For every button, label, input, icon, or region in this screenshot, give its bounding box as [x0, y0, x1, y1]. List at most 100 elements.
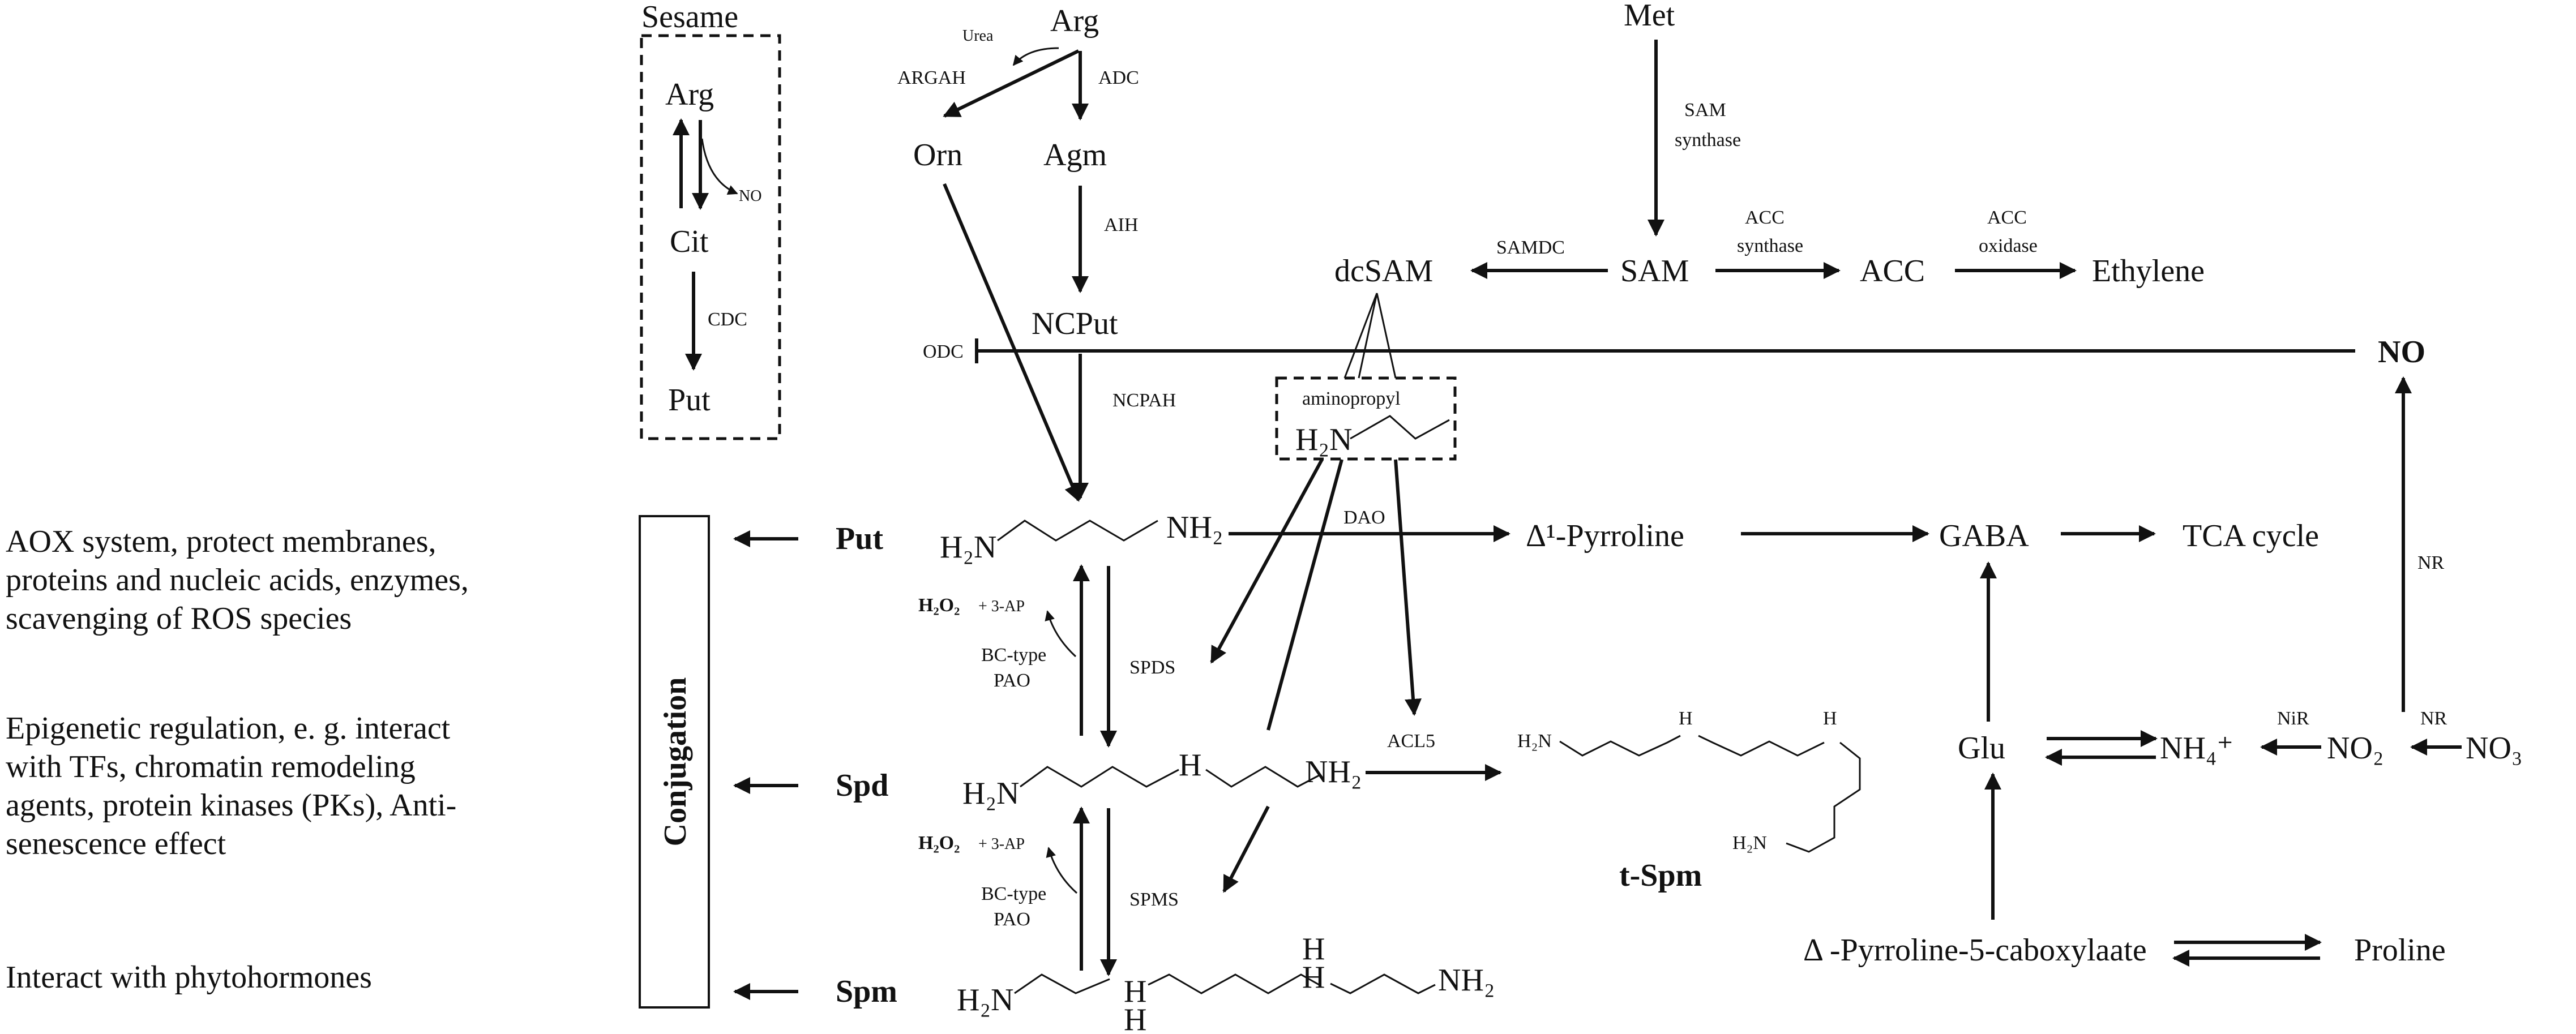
node-ncput: NCPut: [1032, 306, 1118, 341]
enzyme-spds: SPDS: [1129, 657, 1175, 678]
ap-2: + 3-AP: [978, 835, 1025, 853]
put-nh2: NH₂: [1166, 510, 1223, 545]
enzyme-nr-1: NR: [2420, 708, 2447, 729]
tspm-h2n-1: H₂N: [1517, 731, 1552, 752]
spd-chain-2: [1205, 766, 1320, 788]
spm-h1: H: [1124, 1002, 1146, 1034]
conjugation-box: [639, 515, 710, 1009]
arrow-aminopropyl-to-acl5: [1394, 459, 1422, 716]
spd-chain-1: [1020, 766, 1179, 788]
node-no: NO: [2378, 334, 2425, 370]
function-text-put: AOX system, protect membranes, proteins …: [6, 524, 469, 636]
sesame-cdc: CDC: [708, 309, 747, 330]
sesame-arg: Arg: [665, 77, 714, 112]
node-gaba: GABA: [1939, 518, 2029, 554]
link-dcsam-aminopropyl-3: [1376, 293, 1397, 379]
enzyme-acc-synthase-2: synthase: [1737, 235, 1803, 256]
arrow-aminopropyl-to-spds: [1210, 458, 1324, 664]
function-put-line-3: scavenging of ROS species: [6, 601, 352, 636]
spm-n1: H: [1124, 974, 1146, 1009]
function-spm-line-1: Interact with phytohormones: [6, 960, 372, 995]
tspm-chain-3: [1786, 741, 1861, 853]
tspm-h2: H: [1823, 708, 1837, 729]
enzyme-dao: DAO: [1343, 507, 1385, 528]
enzyme-nir: NiR: [2277, 708, 2309, 729]
sesame-cit: Cit: [670, 224, 709, 259]
aminopropyl-box: [1275, 376, 1457, 461]
pao-2: PAO: [994, 909, 1030, 930]
enzyme-spms: SPMS: [1129, 889, 1179, 910]
h2o2-2: H₂O₂: [918, 833, 960, 853]
h2o2-1: H₂O₂: [918, 595, 960, 616]
node-proline: Proline: [2354, 933, 2446, 968]
enzyme-samdc: SAMDC: [1496, 237, 1565, 258]
arrow-h2o2-release-1: [1045, 610, 1077, 658]
arrow-urea: [1012, 47, 1059, 66]
node-no2: NO₂: [2327, 731, 2384, 766]
function-spd-line-3: agents, protein kinases (PKs), Anti-: [6, 788, 456, 823]
enzyme-sam-synthase-2: synthase: [1675, 130, 1741, 151]
label-spm: Spm: [836, 974, 897, 1009]
node-tca: TCA cycle: [2183, 518, 2319, 554]
spm-nh2: NH₂: [1438, 963, 1495, 998]
enzyme-sam-synthase-1: SAM: [1684, 100, 1726, 121]
spd-nh2: NH₂: [1305, 754, 1362, 790]
put-chain: [997, 520, 1158, 542]
sesame-no: NO: [739, 187, 761, 205]
enzyme-adc: ADC: [1098, 67, 1139, 88]
node-orn: Orn: [913, 138, 962, 173]
node-dcsam: dcSAM: [1334, 254, 1433, 289]
label-spd: Spd: [836, 768, 888, 803]
node-p5c: Δ -Pyrroline-5-caboxylaate: [1803, 933, 2147, 968]
aminopropyl-chain: [1350, 415, 1450, 440]
tspm-chain-1: [1559, 735, 1681, 757]
sesame-box: [640, 34, 781, 440]
label-tspm: t-Spm: [1619, 858, 1702, 893]
spd-nh: H: [1179, 748, 1201, 783]
arrow-arg-to-orn: [943, 49, 1080, 118]
function-put-line-2: proteins and nucleic acids, enzymes,: [6, 563, 469, 598]
node-sam: SAM: [1620, 254, 1689, 289]
aminopropyl-label: aminopropyl: [1302, 388, 1401, 409]
bc-type-2: BC-type: [981, 883, 1046, 904]
arrow-aminopropyl-to-spms: [1222, 805, 1270, 893]
node-met: Met: [1624, 0, 1675, 33]
label-urea: Urea: [962, 27, 994, 45]
arrow-orn-to-put: [943, 183, 1081, 502]
link-dcsam-aminopropyl-1: [1343, 293, 1378, 379]
enzyme-argah: ARGAH: [897, 67, 966, 88]
sesame-title: Sesame: [641, 0, 738, 35]
spm-chain-3: [1330, 973, 1436, 994]
bc-type-1: BC-type: [981, 645, 1046, 666]
arrow-h2o2-release-2: [1046, 847, 1077, 894]
function-put-line-1: AOX system, protect membranes,: [6, 524, 436, 559]
spd-h2n: H₂N: [962, 776, 1019, 811]
enzyme-acc-oxidase-1: ACC: [1987, 207, 2027, 228]
function-spd-line-4: senescence effect: [6, 826, 226, 861]
function-spd-line-1: Epigenetic regulation, e. g. interact: [6, 711, 451, 746]
spm-chain-2: [1148, 973, 1320, 994]
node-no3: NO₃: [2466, 731, 2522, 766]
tspm-h2n-2: H₂N: [1732, 833, 1767, 853]
tspm-chain-2: [1698, 735, 1825, 757]
enzyme-odc: ODC: [923, 341, 964, 362]
function-spd-line-2: with TFs, chromatin remodeling: [6, 749, 416, 784]
node-arg: Arg: [1050, 3, 1099, 38]
enzyme-aih: AIH: [1104, 214, 1138, 235]
enzyme-nr-2: NR: [2417, 552, 2445, 573]
spm-chain-1: [1014, 973, 1110, 994]
enzyme-ncpah: NCPAH: [1112, 390, 1176, 411]
put-h2n: H₂N: [940, 530, 996, 565]
conjugation-label: Conjugation: [658, 677, 693, 847]
link-dcsam-aminopropyl-2: [1358, 293, 1378, 379]
enzyme-acc-oxidase-2: oxidase: [1979, 235, 2038, 256]
node-agm: Agm: [1043, 138, 1107, 173]
function-text-spd: Epigenetic regulation, e. g. interact wi…: [6, 711, 456, 861]
node-ethylene: Ethylene: [2092, 254, 2205, 289]
ap-1: + 3-AP: [978, 598, 1025, 615]
node-glu: Glu: [1958, 731, 2005, 766]
pao-1: PAO: [994, 670, 1030, 691]
spm-h2: H: [1302, 932, 1325, 967]
arrow-sesame-no-release: [701, 138, 738, 195]
